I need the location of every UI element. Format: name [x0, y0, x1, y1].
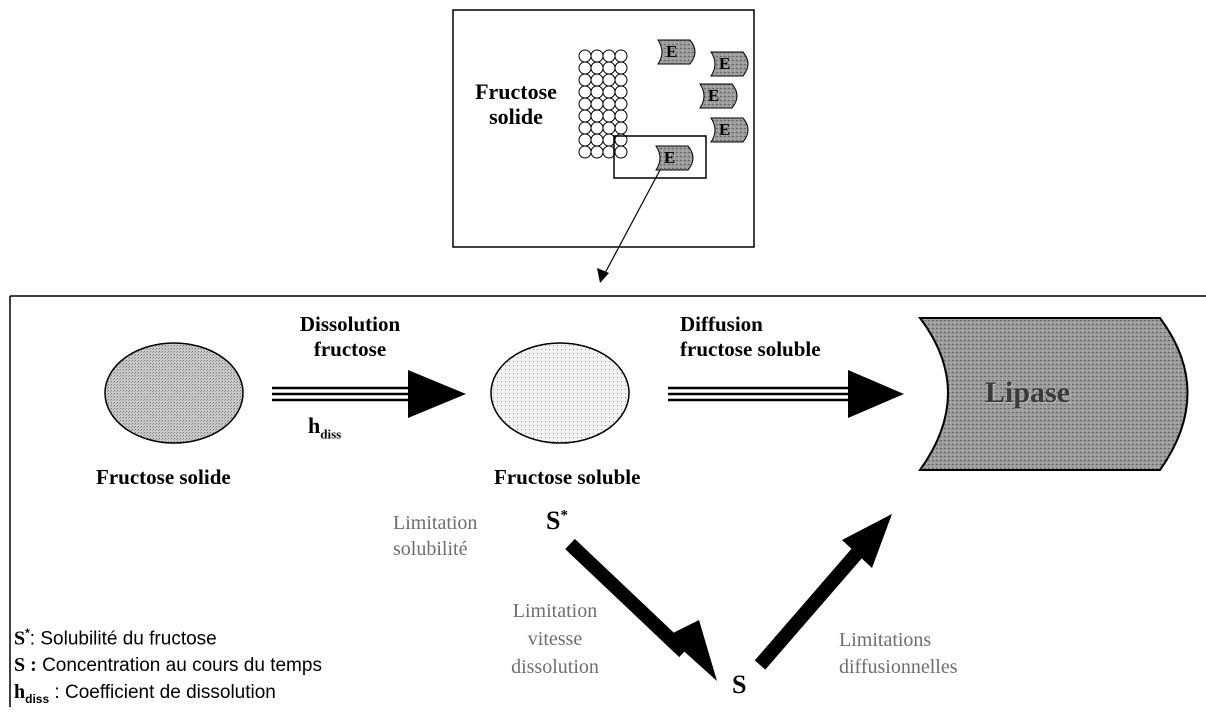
lipase-label: Lipase	[985, 376, 1071, 409]
enzyme-letter: E	[719, 120, 731, 139]
lipase-shape	[917, 317, 1189, 471]
limitations-diffusion-label: Limitations diffusionnelles	[839, 629, 958, 678]
enzyme-letter: E	[708, 86, 720, 105]
enzyme-letter: E	[666, 42, 678, 61]
legend-item-s: S : Concentration au cours du temps	[14, 654, 322, 677]
inset-label-line1: Fructose	[475, 79, 557, 104]
fructose-solid-label: Fructose solide	[96, 465, 231, 489]
dissolution-label: Dissolution fructose	[299, 312, 401, 361]
enzyme-letter: E	[719, 54, 731, 73]
inset-label: Fructose solide	[466, 79, 566, 129]
h-diss-label: hdiss	[308, 413, 342, 442]
arrow-to-s-head	[667, 620, 717, 681]
fructose-crystal-grid	[578, 49, 628, 159]
inset-label-line2: solide	[489, 104, 543, 129]
zoom-rectangle	[613, 135, 707, 179]
enzyme-letter: E	[664, 148, 676, 167]
fructose-soluble-label: Fructose soluble	[494, 465, 641, 489]
enzyme-shapes	[655, 39, 749, 171]
diffusion-arrow	[668, 386, 850, 402]
legend: S*: Solubilité du fructose S : Concentra…	[14, 620, 322, 712]
fructose-soluble-ellipse	[490, 342, 630, 444]
fructose-solid-ellipse	[104, 342, 244, 444]
dissolution-arrow	[272, 386, 410, 402]
s-star-symbol: S*	[546, 506, 568, 535]
diffusion-label: Diffusion fructose soluble	[680, 312, 821, 361]
zoom-arrow-head	[597, 268, 609, 283]
legend-item-sstar: S*: Solubilité du fructose	[14, 626, 217, 650]
arrow-to-lipase-head	[842, 514, 892, 568]
limitation-solubility-label: Limitation solubilité	[393, 512, 478, 560]
legend-item-hdiss: hdiss : Coefficient de dissolution	[14, 681, 276, 707]
limitation-speed-label: Limitation vitesse dissolution	[511, 600, 599, 678]
s-symbol: S	[732, 670, 747, 699]
